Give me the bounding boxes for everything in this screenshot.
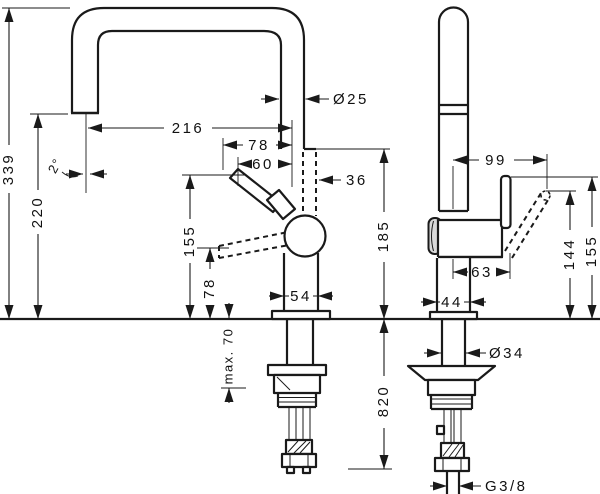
handle-raised-dashed xyxy=(504,192,549,259)
side-hose-connector xyxy=(439,441,466,460)
stabilizer-flange xyxy=(266,363,328,377)
swivel-ball-joint xyxy=(283,214,327,258)
dim-78-horizontal: 78 xyxy=(248,137,270,154)
dim-25: Ø25 xyxy=(333,91,369,108)
side-clamp-nut xyxy=(429,395,474,411)
dim-34: Ø34 xyxy=(489,345,525,362)
connector-nut-facets xyxy=(289,454,309,467)
side-mounting-block xyxy=(426,378,477,397)
supply-hoses xyxy=(288,407,311,440)
dim-63: 63 xyxy=(471,264,493,281)
dim-185: 185 xyxy=(375,220,392,253)
side-hose-connector-hatch xyxy=(442,443,464,458)
side-undersink-assembly xyxy=(406,319,497,494)
dim-155-right: 155 xyxy=(583,235,600,268)
spout-outer-outline xyxy=(70,6,306,149)
dimension-annotations: 339 220 216 78 60 Ø25 36 155 78 xyxy=(0,7,600,494)
dim-36: 36 xyxy=(346,172,368,189)
dim-60: 60 xyxy=(252,156,274,173)
dim-44: 44 xyxy=(441,294,463,311)
dim-820: 820 xyxy=(375,385,392,418)
dim-78-vertical: 78 xyxy=(201,277,218,299)
dim-144: 144 xyxy=(561,238,578,271)
front-undersink-assembly xyxy=(266,319,328,475)
connection-pipe xyxy=(445,471,461,494)
hose-tab xyxy=(435,424,446,436)
clamp-nut-ribs xyxy=(277,397,317,403)
side-supply-hoses xyxy=(443,409,462,443)
riser-pipe-joints xyxy=(439,103,468,213)
side-connector-nut-facets xyxy=(442,458,462,471)
dim-339: 339 xyxy=(0,153,17,186)
label-bg-54 xyxy=(289,287,313,304)
handle-mount-block xyxy=(436,218,504,259)
dim-54: 54 xyxy=(290,288,312,305)
dim-216: 216 xyxy=(172,120,205,137)
hose-connector-hatch xyxy=(287,440,311,454)
hose-end-left xyxy=(285,465,296,475)
handle-collar xyxy=(265,188,297,221)
side-threaded-shank xyxy=(440,319,467,366)
connector-nut xyxy=(280,452,318,469)
side-view-faucet xyxy=(406,6,551,494)
threaded-shank xyxy=(285,319,315,365)
dim-2deg: 2° xyxy=(45,155,65,176)
side-stabilizer-flange xyxy=(406,364,497,382)
spout-inner-outline xyxy=(96,29,283,149)
side-connector-nut xyxy=(433,456,471,473)
label-bg-44 xyxy=(440,294,464,310)
clamp-nut xyxy=(276,393,318,409)
side-clamp-nut-ribs xyxy=(430,398,473,405)
dim-220: 220 xyxy=(29,196,46,229)
side-base-flange xyxy=(428,310,479,321)
hose-end-right xyxy=(301,465,312,475)
base-flange xyxy=(270,309,332,321)
handle-blade xyxy=(499,174,512,230)
hose-connector xyxy=(284,438,314,456)
riser-pipe xyxy=(437,6,470,211)
dim-155-left: 155 xyxy=(181,225,198,258)
grip-ring-shading xyxy=(431,220,434,252)
mounting-block xyxy=(272,373,322,395)
handle-lowered-dashed xyxy=(218,231,290,259)
leader-2deg xyxy=(61,171,79,178)
front-view-faucet xyxy=(70,6,332,475)
handle-raised-tip xyxy=(540,190,551,201)
mounting-block-mark xyxy=(276,376,291,391)
dim-99: 99 xyxy=(485,152,507,169)
column-walls xyxy=(282,253,320,311)
hidden-housing-dashed xyxy=(302,152,317,216)
dim-max-70: max. 70 xyxy=(220,328,235,385)
dim-g38: G3/8 xyxy=(485,478,528,494)
